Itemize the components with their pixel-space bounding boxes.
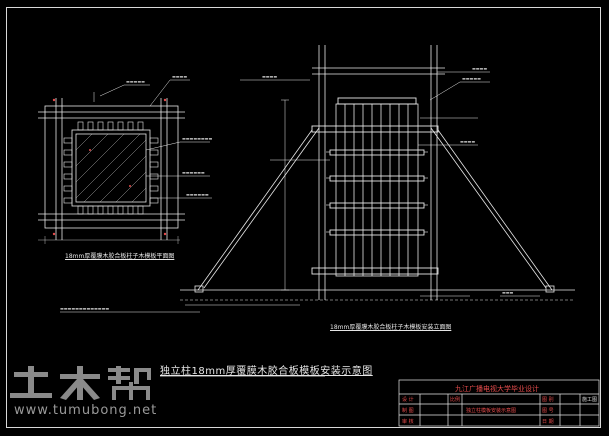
plan-outer-frame	[44, 105, 179, 229]
column-form-outline	[335, 103, 419, 277]
drawing-frame	[6, 7, 601, 428]
leader-note: ▬▬▬▬▬	[126, 79, 145, 84]
title-block-school: 九江广播电视大学毕业设计	[455, 385, 539, 393]
leader-note: ▬▬▬▬	[472, 66, 488, 71]
title-block-designer-label: 设 计	[402, 397, 414, 403]
drawing-main-title: 独立柱18mm厚覆膜木胶合板模板安装示意图	[160, 366, 373, 377]
leader-note: ▬▬▬▬	[262, 74, 278, 79]
title-block-drawing-name: 独立柱模板安装示意图	[466, 408, 517, 414]
title-block-scale-label: 比例	[450, 397, 461, 403]
leader-note: ▬▬▬▬▬▬▬▬▬▬▬▬▬	[60, 306, 110, 311]
leader-note: ▬▬▬	[502, 290, 514, 295]
plan-view-caption: 18mm厚覆膜木胶合板柱子木模板平面图	[65, 253, 175, 260]
leader-note: ▬▬▬▬▬▬▬▬	[182, 136, 213, 141]
title-block-date-label: 日 期	[542, 419, 554, 425]
title-block-drafter-label: 制 图	[402, 408, 414, 414]
title-block-reviewer-label: 审 核	[402, 419, 414, 425]
title-block-category-value: 施工图	[582, 397, 598, 403]
leader-note: ▬▬▬▬▬	[462, 76, 481, 81]
leader-note: ▬▬▬▬▬▬	[182, 170, 205, 175]
title-block-number-label: 图 号	[542, 408, 554, 414]
leader-note: ▬▬▬▬	[460, 139, 476, 144]
leader-note: ▬▬▬▬	[172, 74, 188, 79]
elevation-view-caption: 18mm厚覆膜木胶合板柱子木模板安装立面图	[330, 324, 452, 331]
watermark-logo-icon	[10, 366, 151, 400]
watermark-url: www.tumubong.net	[14, 403, 158, 418]
title-block-grid	[398, 379, 600, 427]
leader-note: ▬▬▬▬▬▬	[186, 192, 209, 197]
title-block-category-label: 图 别	[542, 397, 554, 403]
